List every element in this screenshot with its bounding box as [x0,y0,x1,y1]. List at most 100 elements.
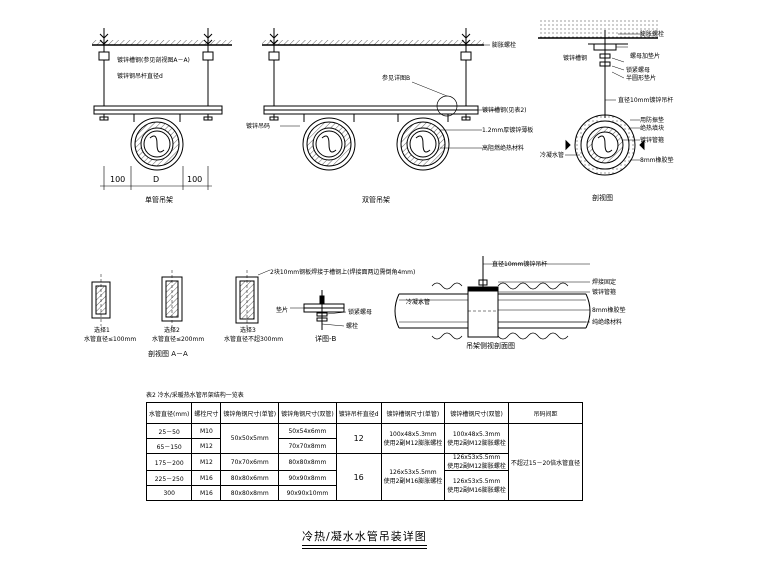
cell-double-angle: 90x90x10mm [278,485,337,501]
cell-double-angle: 80x80x8mm [278,453,337,471]
option1-note: 水管直径≤100mm [84,335,136,343]
header-single-channel: 镀锌槽钢尺寸(单管) [380,402,446,424]
detail-b-label-washer: 垫片 [276,306,288,314]
double-label-bolt: 膨胀螺栓 [492,41,516,49]
cell-single-angle: 70x70x6mm [220,453,280,471]
table-title: 表2 冷水/采暖热水管吊架结构一览表 [146,392,244,399]
cell-spacing: 不超过15－20倍水管直径 [507,423,584,501]
single-label-rod: 镀锌钢吊杆直径d [117,72,163,80]
table-row: 300 M16 80x80x8mm 90x90x10mm [145,485,583,501]
cell-double-channel: 126x53x5.5mm 使用2副M12膨胀螺栓 [444,453,509,471]
header-bolt: 螺栓尺寸 [191,402,222,424]
single-dim-left: 100 [110,175,125,184]
cell-line: 使用2副M16膨胀螺栓 [383,478,443,485]
header-spacing: 吊码间距 [507,402,584,424]
option2-name: 选择2 [164,326,180,334]
single-dim-d: D [153,175,159,184]
double-pipe-caption: 双管吊架 [362,195,390,204]
detail-b [290,290,347,330]
cell-double-angle: 70x70x8mm [278,438,337,454]
option3-note: 水管直径不超300mm [224,335,283,343]
section-label-channel: 镀锌槽钢 [563,54,587,62]
section-label-locknut: 锁紧螺母 [626,66,650,74]
cell-rod: 16 [335,453,382,501]
cell-line: 使用2副M12膨胀螺栓 [447,439,506,447]
option3-name: 选择3 [240,326,256,334]
cell-dia: 300 [145,485,193,501]
cell-single-angle: 50x50x5mm [220,423,280,454]
section-label-block: 绝热填块 [640,124,664,132]
cell-bolt: M12 [191,453,222,471]
single-dim-right: 100 [187,175,202,184]
double-label-detail: 参见详图B [382,74,410,82]
table-row: 25－50 M10 50x50x5mm 50x54x6mm 12 100x48x… [145,423,584,501]
cell-line: 126x53x5.5mm [452,454,501,461]
cell-rod: 12 [335,423,382,454]
cell-single-channel: 126x53x5.5mm 使用2副M16膨胀螺栓 [380,453,446,501]
cell-dia: 25－50 [145,423,193,439]
section-view-caption: 剖视图 [592,193,613,202]
header-dia: 水管直径(mm) [145,402,193,424]
cell-double-angle: 90x90x8mm [278,470,337,486]
main-title: 冷热/凝水水管吊装详图 [302,528,427,549]
section-label-washer: 半圆形垫片 [626,74,656,82]
double-pipe-hanger [262,28,500,171]
cell-line: 126x53x5.5mm [389,469,437,476]
section-label-pipe: 冷凝水管 [540,151,564,159]
cell-line: 使用2副M12膨胀螺栓 [447,463,506,470]
header-double-channel: 镀锌槽钢尺寸(双管) [444,402,509,424]
side-label-insulation: 纯绝缘材料 [592,318,622,326]
section-label-bolt: 膨胀螺栓 [640,30,664,38]
side-label-weld: 焊接固定 [592,278,616,286]
cell-line: 100x48x5.3mm [389,430,437,438]
single-label-channel: 镀锌槽钢(参见剖视图A－A) [117,56,190,64]
section-label-damper: 用防振垫 [640,116,664,124]
cell-line: 100x48x5.3mm [452,430,501,438]
section-label-nut-washer: 螺母加垫片 [630,52,660,60]
cell-line: 使用2副M12膨胀螺栓 [383,439,443,447]
cell-line: 使用2副M16膨胀螺栓 [447,486,506,494]
detail-b-label-bolt: 螺栓 [346,322,358,330]
option1-name: 选择1 [94,326,110,334]
detail-b-caption: 详图-B [315,334,337,343]
cell-bolt: M12 [191,438,222,454]
side-view [394,256,591,340]
option2-note: 水管直径≤200mm [152,335,204,343]
double-label-sheet: 1.2mm厚镀锌薄板 [482,126,533,134]
header-double-angle: 镀锌角钢尺寸(双管) [278,402,337,424]
single-pipe-hanger [92,28,232,190]
cell-bolt: M10 [191,423,222,439]
options-section-aa [91,269,271,330]
cell-bolt: M16 [191,485,222,501]
single-pipe-caption: 单管吊架 [145,195,173,204]
cell-bolt: M16 [191,470,222,486]
side-view-caption: 吊架侧视剖面图 [466,341,515,350]
cell-dia: 65－150 [145,438,193,454]
table-row: 65－150 M12 70x70x8mm [145,438,583,454]
cell-single-angle: 80x80x8mm [220,485,280,501]
side-label-rubber: 8mm橡胶垫 [592,306,626,314]
detail-b-label-locknut: 锁紧螺母 [348,308,372,316]
cell-single-angle: 80x80x6mm [220,470,280,486]
side-label-clamp: 镀锌管箍 [592,288,616,296]
double-label-clamp: 镀锌吊码 [246,122,270,130]
cell-double-angle: 50x54x6mm [278,423,337,439]
detail-b-label-plate: 2块10mm钢板焊接于槽钢上(焊接面两边需倒角4mm) [270,268,415,276]
double-label-insulation: 高阻燃绝热材料 [482,144,524,152]
section-label-rod: 直径10mm镀锌吊杆 [618,96,673,104]
header-single-angle: 镀锌角钢尺寸(单管) [220,402,280,424]
section-label-clamp: 镀锌管箍 [640,136,664,144]
side-label-pipe: 冷凝水管 [406,298,430,306]
cell-line: 126x53x5.5mm [452,477,501,485]
cell-dia: 175－200 [145,453,193,471]
header-rod: 镀锌吊杆直径d [335,402,382,424]
section-label-rubber: 8mm橡胶垫 [640,156,674,164]
hanger-spec-table: 水管直径(mm) 螺栓尺寸 镀锌角钢尺寸(单管) 镀锌角钢尺寸(双管) 镀锌吊杆… [145,402,584,501]
options-caption: 剖视图 A－A [148,349,188,358]
side-label-rod: 直径10mm镀锌吊杆 [492,260,547,268]
cell-dia: 225－250 [145,470,193,486]
